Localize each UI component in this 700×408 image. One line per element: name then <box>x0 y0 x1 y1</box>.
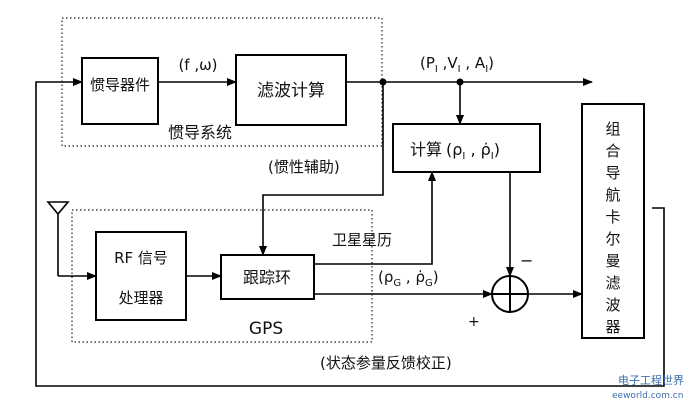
plus-sign: + <box>468 314 480 330</box>
svg-text:卡: 卡 <box>605 208 620 226</box>
feedback-label: (状态参量反馈校正) <box>320 354 452 372</box>
minus-sign: − <box>520 251 533 270</box>
calc-block <box>392 123 541 173</box>
svg-text:曼: 曼 <box>605 252 620 270</box>
svg-text:航: 航 <box>605 186 620 204</box>
watermark-url: eeworld.com.cn <box>612 391 683 401</box>
filter-calc-block <box>235 54 347 126</box>
kalman-filter-label: 组 合 导 航 卡 尔 曼 滤 波 器 <box>605 120 620 336</box>
watermark-text: 电子工程世界 <box>618 374 684 387</box>
svg-text:合: 合 <box>605 142 620 160</box>
ins-system-label: 惯导系统 <box>168 123 232 142</box>
junction-dot <box>456 78 464 86</box>
antenna-icon <box>46 201 70 276</box>
calc-label: 计算(ρI , ρ̇I) <box>410 140 500 162</box>
inertial-aid-wire <box>259 82 384 256</box>
gps-measurement-label: (ρG , ρ̇G) <box>378 268 439 289</box>
rf-processor-label-line1: RF 信号 <box>114 249 168 267</box>
svg-text:导: 导 <box>605 164 620 182</box>
svg-text:滤: 滤 <box>605 274 620 292</box>
junction-dot <box>379 78 387 86</box>
inertial-aid-label: (惯性辅助) <box>268 158 340 176</box>
kalman-filter-block <box>581 103 645 339</box>
pva-label: (PI ,VI , AI) <box>420 54 494 75</box>
svg-text:器: 器 <box>605 318 620 336</box>
ins-device-block <box>81 57 159 125</box>
filter-calc-label: 滤波计算 <box>257 81 325 101</box>
watermark: 电子工程世界 eeworld.com.cn <box>612 374 684 401</box>
ephemeris-label: 卫星星历 <box>332 231 392 249</box>
svg-text:尔: 尔 <box>605 230 620 248</box>
f-omega-label: (f ,ω) <box>178 56 217 74</box>
svg-text:组: 组 <box>605 120 620 138</box>
svg-text:波: 波 <box>605 296 620 314</box>
ins-device-label: 惯导器件 <box>90 76 150 94</box>
tracking-loop-label: 跟踪环 <box>243 268 291 287</box>
gps-label: GPS <box>249 319 283 339</box>
ephemeris-wire <box>314 171 436 265</box>
feedback-loop-wire <box>35 78 665 387</box>
rf-processor-label-line2: 处理器 <box>118 289 163 307</box>
